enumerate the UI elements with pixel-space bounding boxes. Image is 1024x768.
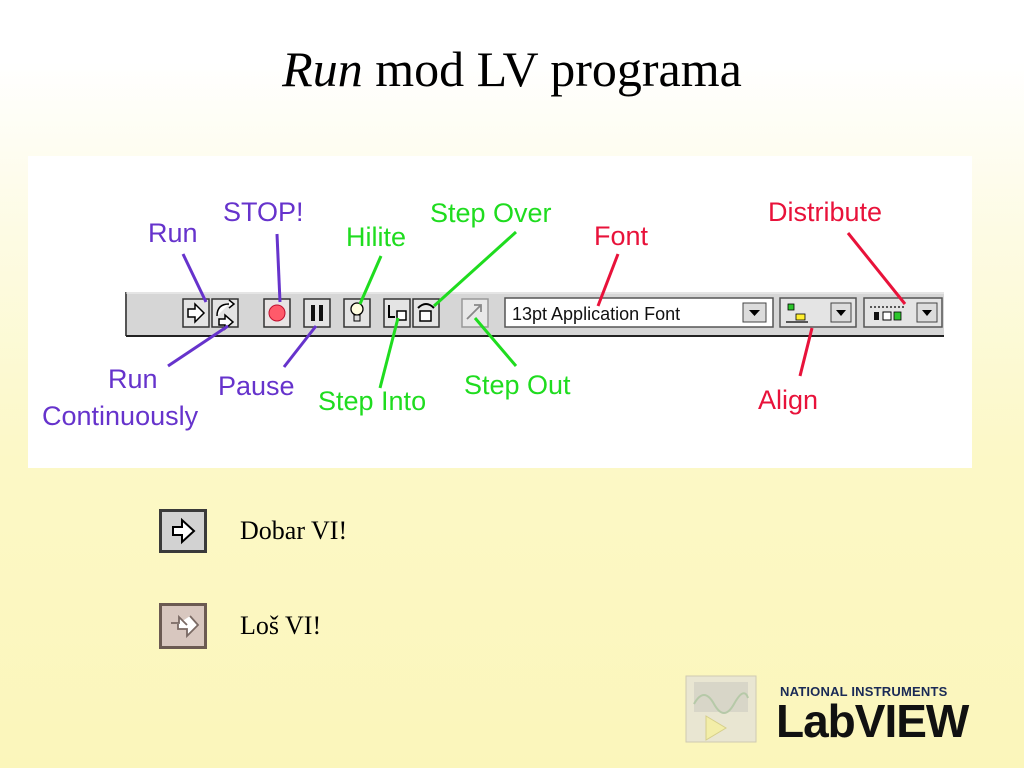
good-vi-label: Dobar VI! (240, 516, 348, 545)
run-continuously-line (167, 324, 229, 368)
label-pause: Pause (218, 371, 295, 401)
label-hilite: Hilite (346, 222, 407, 252)
chevron-down-icon (749, 310, 760, 316)
step-out-button[interactable] (461, 298, 489, 328)
run-line (181, 253, 208, 303)
logo-brand: NATIONAL INSTRUMENTS (780, 684, 948, 699)
stop-icon (268, 304, 286, 322)
align-line (798, 327, 814, 377)
callout-lines (167, 230, 907, 389)
hilite-line (358, 255, 383, 305)
label-font: Font (594, 221, 649, 251)
label-run-continuously-line2: Continuously (42, 401, 199, 431)
hilite-button[interactable] (343, 298, 371, 328)
label-step-over: Step Over (430, 198, 552, 228)
title-rest: mod LV programa (362, 41, 742, 97)
pause-button[interactable] (303, 298, 331, 328)
run-button[interactable] (182, 298, 210, 328)
bad-vi-icon (158, 602, 208, 649)
toolbar-diagram: 13pt Application Font (28, 156, 972, 468)
font-line (596, 253, 620, 307)
run-continuously-icon (216, 299, 236, 331)
label-step-into: Step Into (318, 386, 427, 416)
labview-logo-graphic (685, 675, 757, 743)
label-stop: STOP! (223, 197, 304, 227)
label-distribute: Distribute (768, 197, 883, 227)
labview-logo: NATIONAL INSTRUMENTS LabVIEW (680, 670, 1000, 750)
step-into-line (378, 317, 400, 389)
run-arrow-icon (159, 509, 207, 553)
run-continuously-button[interactable] (211, 298, 239, 331)
logo-product: LabVIEW (776, 695, 969, 747)
title-italic: Run (282, 41, 363, 97)
label-run-continuously-line1: Run (108, 364, 158, 394)
step-into-icon (388, 305, 395, 318)
run-arrow-icon (187, 302, 206, 324)
label-step-out: Step Out (464, 370, 571, 400)
step-over-line (432, 230, 518, 308)
step-over-icon (417, 303, 435, 309)
good-vi-icon (158, 508, 208, 554)
pause-line (282, 325, 318, 368)
lightbulb-icon (350, 302, 364, 316)
align-select[interactable] (779, 297, 857, 328)
font-select-value: 13pt Application Font (512, 304, 680, 324)
broken-run-arrow-icon (159, 603, 207, 649)
align-icon (787, 303, 795, 311)
bad-vi-label: Loš VI! (240, 611, 322, 640)
chevron-down-icon (922, 310, 932, 316)
page-title: Run mod LV programa (0, 40, 1024, 98)
toolbar-diagram-svg: 13pt Application Font (125, 230, 944, 389)
label-align: Align (758, 385, 819, 415)
distribute-line (846, 232, 907, 305)
chevron-down-icon (836, 310, 846, 316)
pause-icon (311, 305, 315, 321)
step-out-line (473, 317, 518, 367)
stop-button[interactable] (263, 298, 291, 328)
stop-line (275, 233, 282, 303)
font-select[interactable]: 13pt Application Font (504, 297, 774, 328)
step-out-icon (466, 304, 482, 320)
label-run: Run (148, 218, 198, 248)
